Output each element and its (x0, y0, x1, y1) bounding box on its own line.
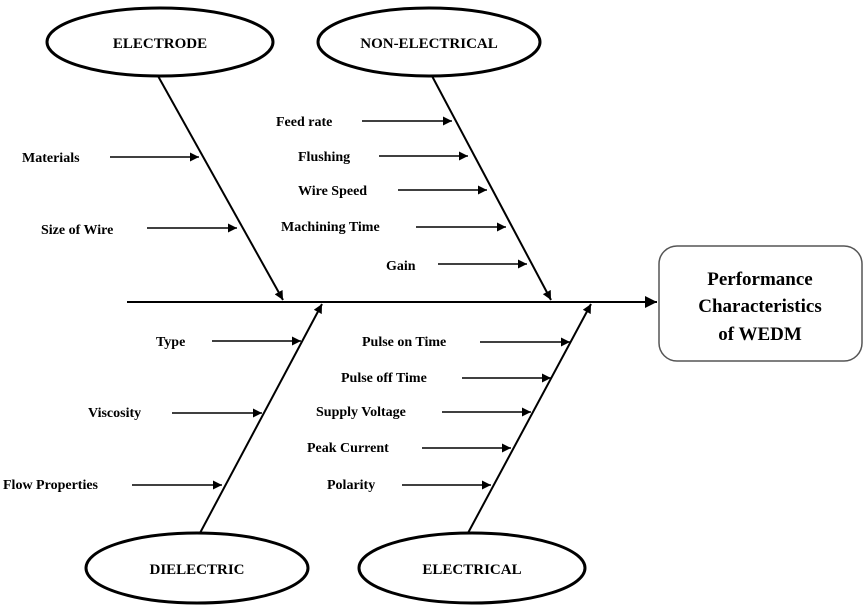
dielectric-ellipse (84, 531, 310, 605)
non-electrical-bone (431, 75, 552, 301)
electrical-ellipse (357, 531, 587, 605)
dielectric-label: DIELECTRIC (149, 562, 244, 578)
dielectric-bone (199, 303, 323, 534)
effect-box (658, 245, 863, 362)
electrical-label: ELECTRICAL (422, 562, 521, 578)
cause-label: Flushing (298, 150, 350, 165)
cause-label: Supply Voltage (316, 405, 406, 420)
electrode-ellipse (45, 6, 275, 78)
electrode-bone (157, 75, 284, 301)
cause-label: Gain (386, 259, 416, 274)
non-electrical-ellipse (316, 6, 542, 78)
electrical-bone (467, 303, 592, 534)
effect-line-1: Performance (707, 269, 813, 290)
cause-label: Wire Speed (298, 184, 367, 199)
non-electrical-label: NON-ELECTRICAL (360, 36, 498, 52)
cause-label: Viscosity (88, 406, 141, 421)
electrode-label: ELECTRODE (113, 36, 207, 52)
cause-label: Machining Time (281, 220, 380, 235)
cause-label: Polarity (327, 478, 375, 493)
cause-label: Feed rate (276, 115, 332, 130)
cause-label: Flow Properties (3, 478, 99, 493)
cause-label: Pulse off Time (341, 371, 427, 386)
cause-label: Pulse on Time (362, 335, 446, 350)
cause-label: Materials (22, 151, 80, 166)
cause-label: Size of Wire (41, 223, 113, 238)
effect-line-3: of WEDM (718, 324, 802, 345)
effect-line-2: Characteristics (698, 296, 821, 317)
cause-label: Type (156, 335, 185, 350)
cause-label: Peak Current (307, 441, 389, 456)
